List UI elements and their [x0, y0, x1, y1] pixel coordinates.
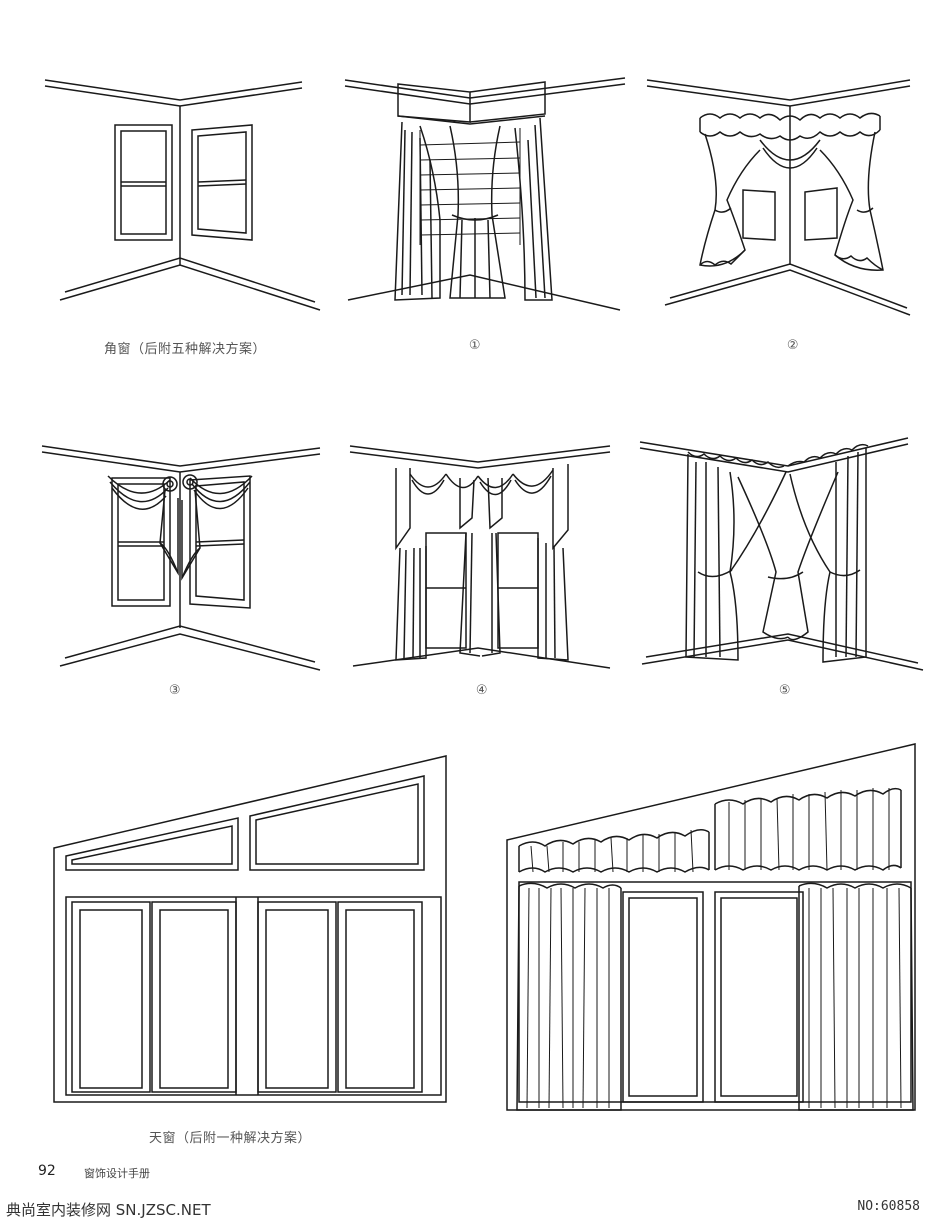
page-number: 92 [38, 1163, 56, 1179]
figure-solution-4 [348, 438, 616, 678]
caption-solution-2: ② [786, 338, 800, 353]
caption-corner-window: 角窗（后附五种解决方案） [103, 342, 266, 357]
caption-solution-1: ① [468, 338, 482, 353]
figure-solution-3 [40, 438, 325, 678]
caption-solution-5: ⑤ [778, 683, 792, 698]
book-title: 窗饰设计手册 [84, 1167, 150, 1180]
figure-corner-window [40, 70, 325, 320]
image-number: NO:60858 [857, 1199, 920, 1214]
figure-solution-2 [645, 70, 915, 320]
figure-solution-5 [638, 432, 928, 677]
caption-skylight-window: 天窗（后附一种解决方案） [148, 1131, 311, 1146]
figure-skylight-window [48, 752, 453, 1107]
caption-solution-4: ④ [475, 683, 489, 698]
caption-solution-3: ③ [168, 683, 182, 698]
figure-skylight-solution [503, 742, 923, 1114]
figure-solution-1 [340, 70, 630, 320]
watermark-site: 典尚室内装修网 SN.JZSC.NET [6, 1201, 211, 1219]
